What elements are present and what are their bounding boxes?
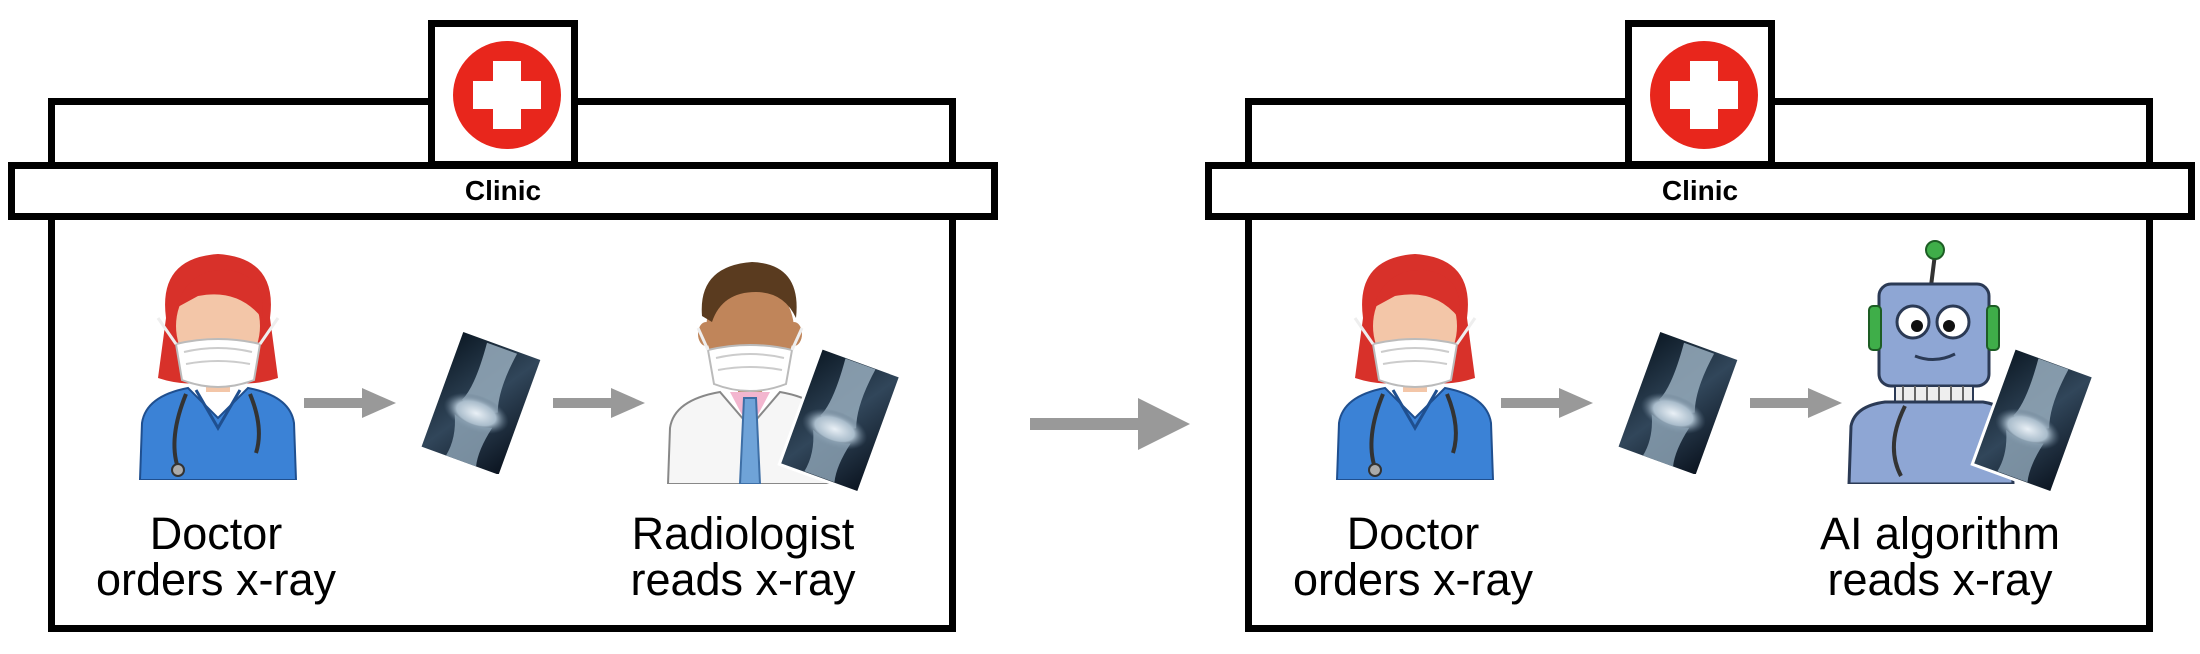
xray-film-icon [777,346,903,494]
doctor-icon [138,254,298,480]
red-cross-sign [428,20,578,168]
caption-line: Doctor [149,508,283,559]
clinic-scene-before: Clinic [8,0,1008,654]
caption-ai-algorithm: AI algorithm reads x-ray [1775,511,2105,603]
caption-line: orders x-ray [1292,554,1534,605]
caption-line: Radiologist [631,508,855,559]
caption-radiologist: Radiologist reads x-ray [588,511,898,603]
arrow-icon [553,388,645,418]
caption-line: reads x-ray [630,554,856,605]
xray-film-icon [1618,332,1738,474]
caption-line: orders x-ray [95,554,337,605]
arrow-icon [1501,388,1593,418]
red-cross-sign [1625,20,1775,168]
clinic-sign: Clinic [1205,162,2195,220]
arrow-icon [1750,388,1842,418]
transition-arrow-icon [1030,398,1190,450]
clinic-scene-after: Clinic [1205,0,2200,654]
doctor-icon [1335,254,1495,480]
caption-line: AI algorithm [1819,508,2061,559]
caption-line: Doctor [1346,508,1480,559]
xray-film-icon [421,332,541,474]
caption-line: reads x-ray [1827,554,2053,605]
caption-doctor: Doctor orders x-ray [66,511,366,603]
red-cross-icon [1650,41,1758,149]
arrow-icon [304,388,396,418]
caption-doctor: Doctor orders x-ray [1263,511,1563,603]
xray-film-icon [1970,346,2096,494]
clinic-sign: Clinic [8,162,998,220]
red-cross-icon [453,41,561,149]
radiologist-icon [666,262,834,484]
